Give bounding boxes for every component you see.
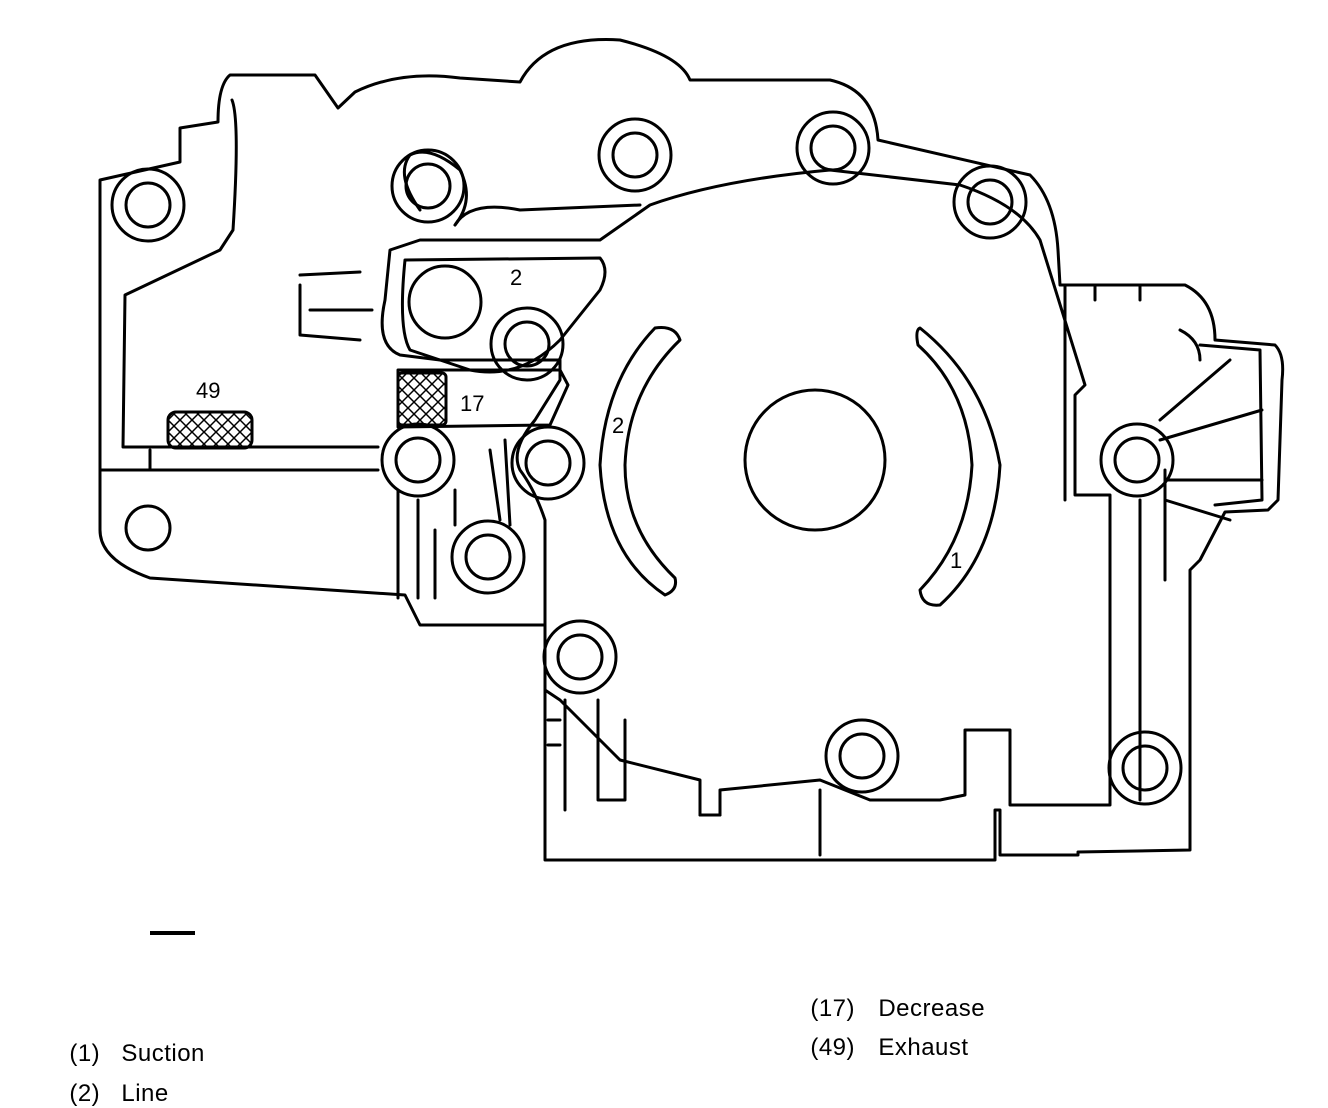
- bolt-hole: [380, 422, 456, 498]
- callout-line-left: 2: [612, 413, 624, 438]
- legend-label: Suction: [121, 1040, 205, 1067]
- decrease-hatch: [396, 371, 448, 427]
- central-bore: [743, 388, 887, 532]
- bolt-hole: [597, 117, 673, 193]
- bolt-hole: [1107, 730, 1183, 806]
- legend-number: (1): [69, 1040, 101, 1067]
- legend-number: (2): [69, 1080, 101, 1107]
- bolt-hole: [824, 718, 900, 794]
- bolt-hole: [110, 167, 186, 243]
- bolt-hole: [510, 425, 586, 501]
- bolt-hole: [390, 148, 466, 224]
- bolt-hole: [489, 306, 565, 382]
- callout-exhaust: 49: [196, 378, 220, 403]
- bolt-hole: [795, 110, 871, 186]
- callout-line-upper: 2: [510, 265, 522, 290]
- callout-decrease: 17: [460, 391, 484, 416]
- suction-arc-slot: [915, 326, 1002, 607]
- legend-number: (17): [810, 995, 856, 1022]
- legend-label: Line: [121, 1080, 169, 1107]
- callout-suction: 1: [950, 548, 962, 573]
- bolt-hole: [1099, 422, 1175, 498]
- bolt-hole: [542, 619, 618, 695]
- legend-label: Decrease: [878, 995, 986, 1022]
- legend-label: Exhaust: [878, 1034, 969, 1061]
- legend-item-line: (2) Line: [55, 1052, 169, 1108]
- bolt-hole: [952, 164, 1028, 240]
- legend-item-decrease: (17) Decrease: [796, 967, 985, 1023]
- line-arc-slot: [598, 326, 682, 597]
- line-port: [407, 264, 483, 340]
- bolt-hole: [450, 519, 526, 595]
- legend-item-exhaust: (49) Exhaust: [796, 1006, 969, 1062]
- exhaust-hatch: [166, 410, 254, 450]
- legend-number: (49): [810, 1034, 856, 1061]
- left-chamber-wall: [121, 98, 380, 449]
- bolt-hole: [124, 504, 172, 552]
- housing-outline: [98, 38, 1285, 862]
- legend-item-suction: (1) Suction: [55, 1012, 205, 1068]
- gasket-inner-outline: [380, 168, 1112, 817]
